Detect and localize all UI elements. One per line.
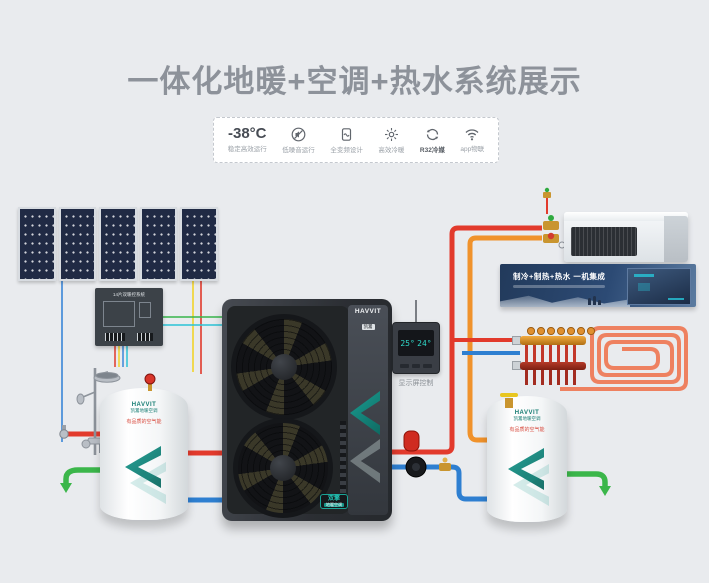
manifold-return-bar: [520, 362, 586, 370]
pump-badge: 双擎 地暖空调: [320, 494, 348, 509]
tank-top-valve: [505, 398, 513, 408]
solar-panel: [58, 207, 97, 281]
controller-circuit: [103, 301, 135, 327]
page-title: 一体化地暖+空调+热水系统展示: [127, 64, 582, 99]
equipment-room-render: [627, 268, 691, 305]
sun-snowflake-icon: [384, 127, 399, 142]
heating-manifold: [512, 322, 595, 394]
solar-panel-array: [18, 207, 218, 281]
refrigerant-cycle-icon: [425, 127, 440, 142]
heat-pump-unit: HAVVIT 凯暠 双擎 地暖空调: [222, 299, 392, 521]
solar-panel: [139, 207, 178, 281]
controller-label: 14片双暖控系统: [112, 292, 145, 297]
ac-valve-hot: [543, 221, 559, 230]
product-banner: 制冷+制热+热水 一机集成: [500, 264, 696, 307]
feature-temperature: -38°C 稳定高效运行: [227, 125, 267, 153]
controller-terminal: [105, 333, 125, 341]
solar-panel: [18, 207, 56, 281]
inverter-icon: [339, 127, 354, 142]
wall-thermostat: 25° 24°: [392, 322, 440, 374]
pressure-gauge: [144, 373, 156, 385]
mute-speaker-icon: [291, 127, 306, 142]
expansion-tank: [403, 430, 420, 452]
pump-brand: HAVVIT 凯暠: [354, 308, 382, 330]
mountain-graphic: [500, 295, 630, 307]
thermostat-buttons: [400, 364, 433, 368]
solar-panel: [99, 207, 137, 281]
thermostat-caption: 显示屏控制: [398, 380, 434, 387]
thermostat-screen: 25° 24°: [398, 330, 434, 356]
feature-bar: -38°C 稳定高效运行 低噪音运行 全变频设计 高效冷暖 R32冷媒: [213, 117, 499, 163]
shutoff-valve: [439, 463, 451, 471]
feature-heat-cool: 高效冷暖: [378, 127, 404, 154]
people-silhouette: [588, 298, 591, 305]
feature-refrigerant: R32冷媒: [420, 127, 445, 154]
ac-grille: [571, 227, 637, 256]
feature-low-noise: 低噪音运行: [282, 127, 315, 154]
solar-panel: [180, 207, 218, 281]
manifold-supply-bar: [520, 336, 586, 345]
temperature-value: -38°C: [228, 125, 267, 142]
shower-set: [76, 368, 121, 455]
controller-terminal: [137, 333, 153, 341]
floor-heating-coil: [560, 326, 688, 391]
solar-controller: 14片双暖控系统: [95, 288, 163, 346]
fan-top: [231, 314, 337, 420]
water-tank-right: HAVVIT 凯暠地暖空调 有品质的空气能: [487, 396, 567, 522]
water-tank-left: HAVVIT 凯暠地暖空调 有品质的空气能: [100, 388, 188, 520]
ducted-ac-unit: [564, 212, 688, 262]
fan-bottom: [233, 418, 333, 518]
banner-headline: 制冷+制热+热水 一机集成: [513, 272, 606, 281]
feature-app-iot: app物联: [460, 127, 484, 153]
side-grille: [340, 421, 346, 509]
feature-inverter: 全变频设计: [330, 127, 363, 154]
wifi-icon: [464, 127, 480, 141]
